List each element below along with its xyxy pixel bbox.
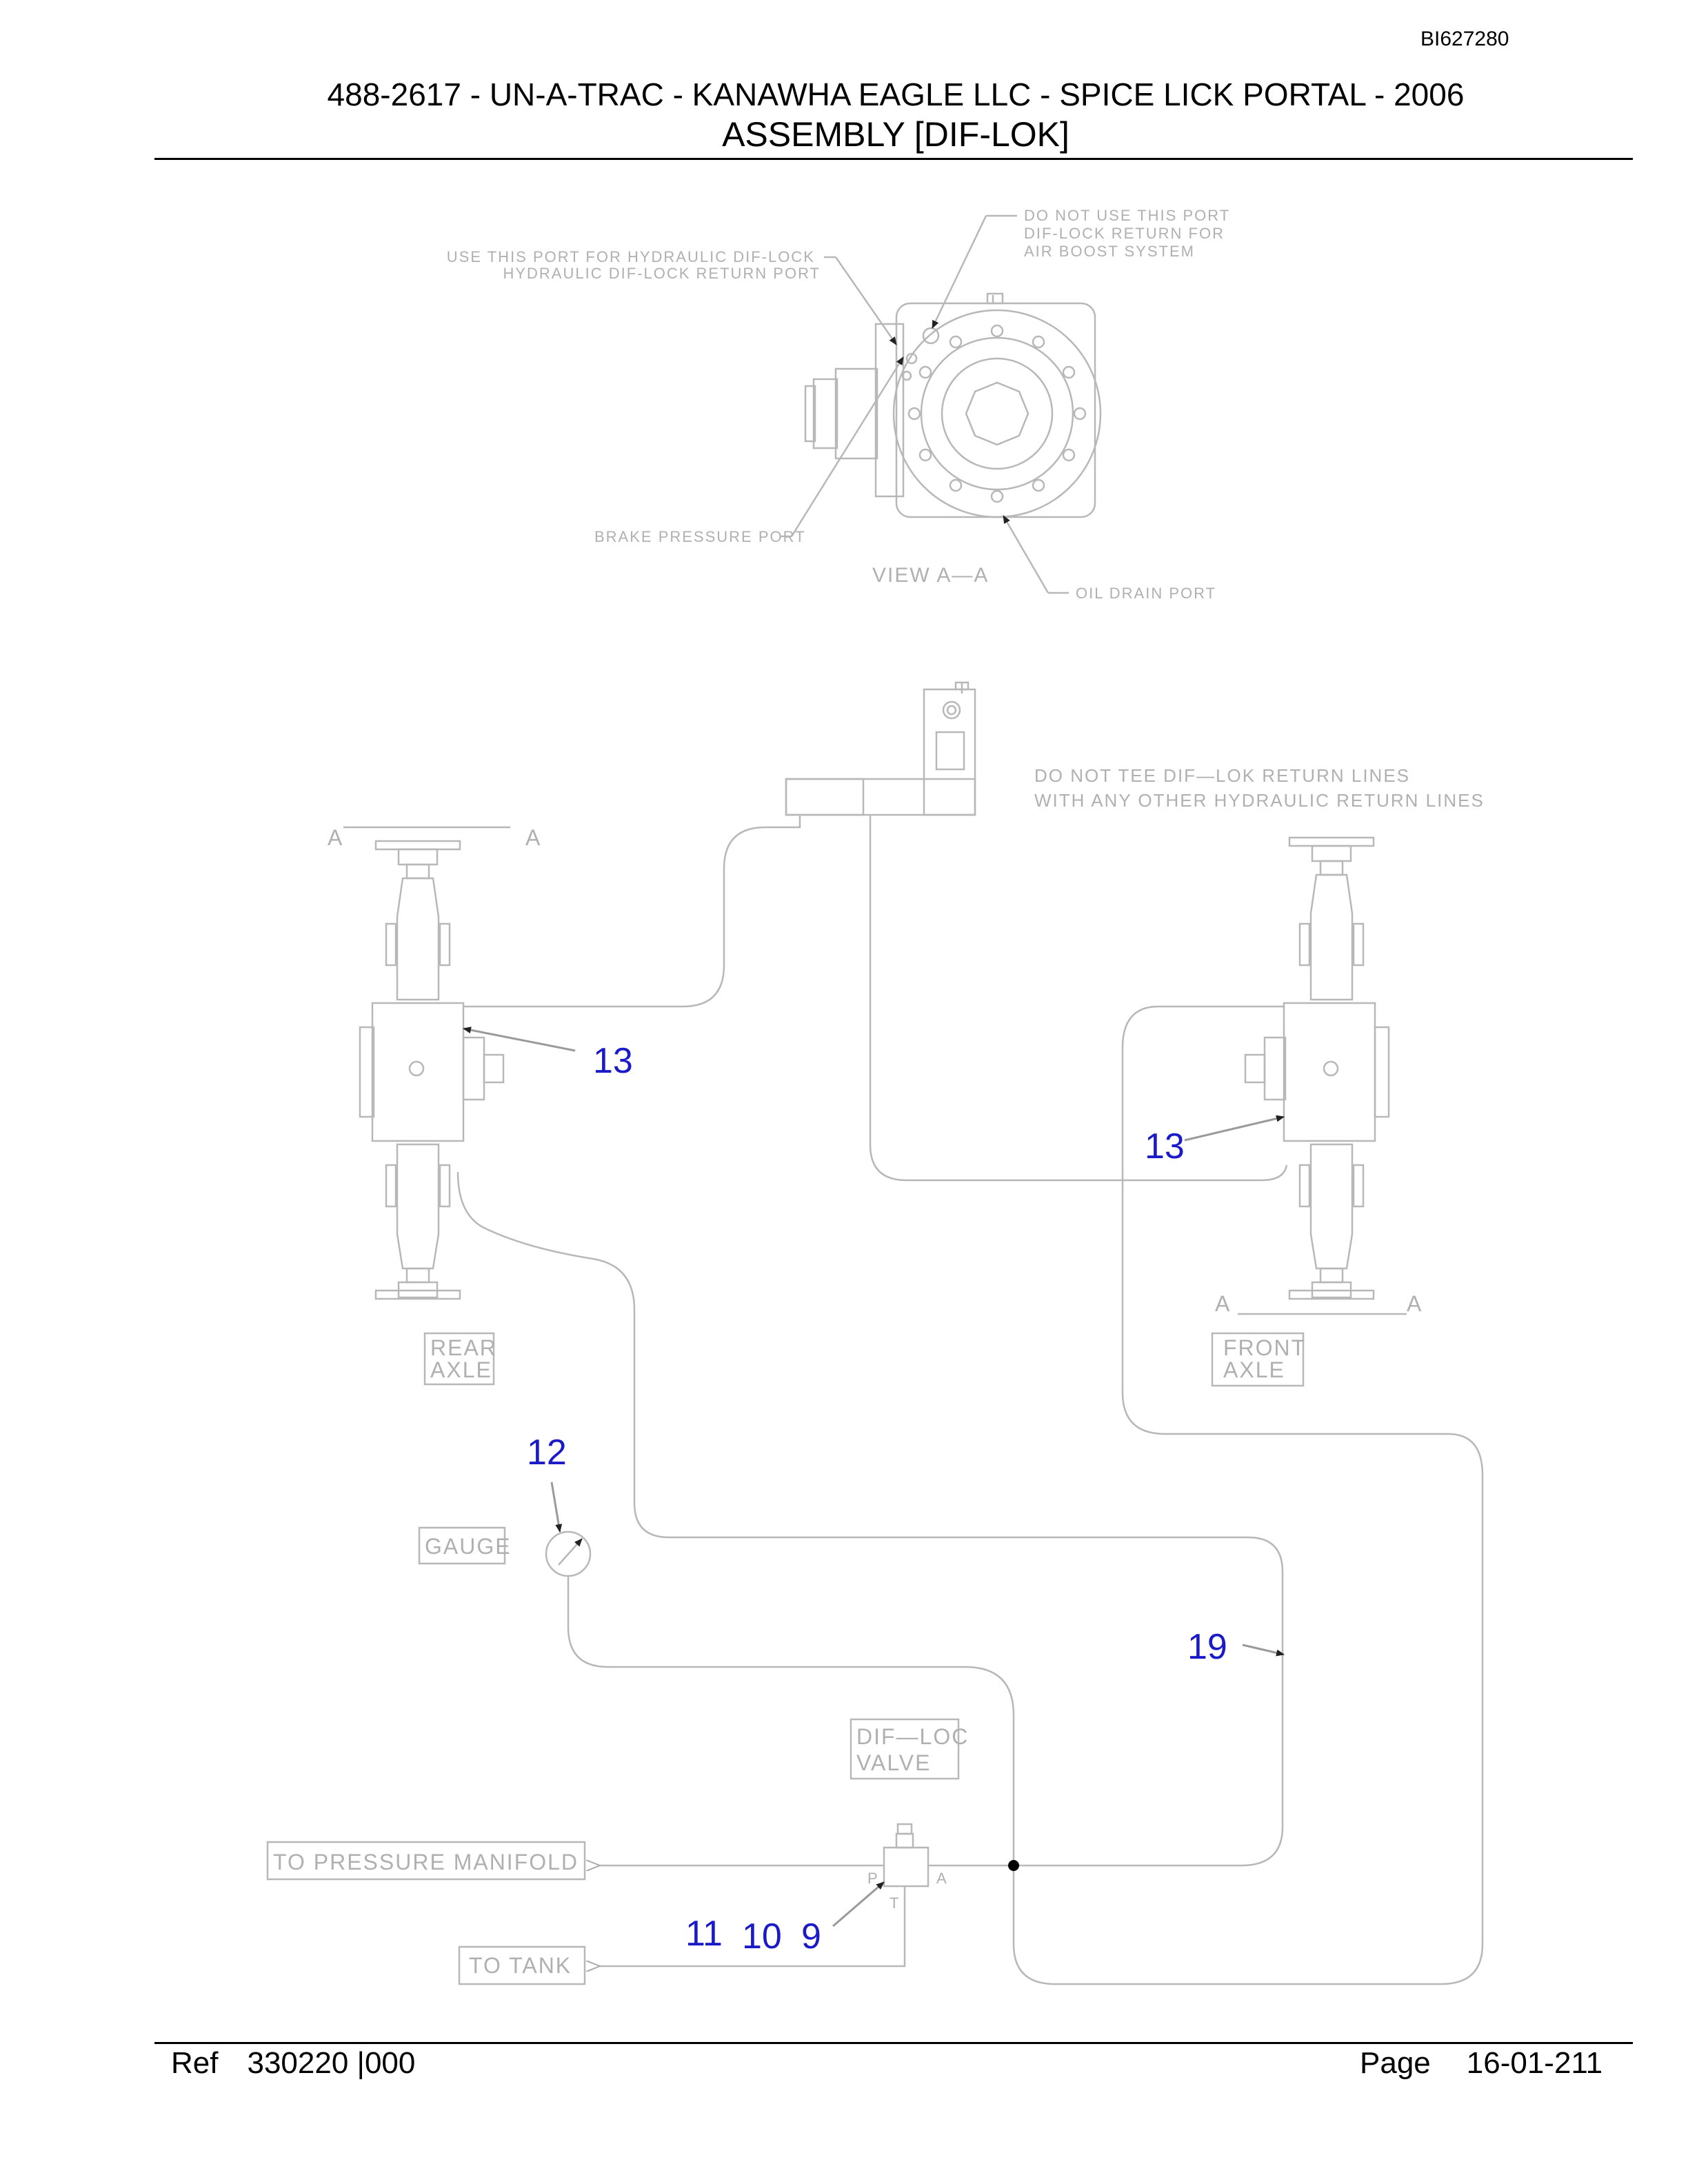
valve-port-t: T [890, 1894, 900, 1912]
rear-section-a-left: A [328, 825, 343, 850]
valve-port-p: P [867, 1870, 879, 1887]
ref-label: Ref [171, 2046, 219, 2080]
oil-drain-port-note: OIL DRAIN PORT [1076, 585, 1216, 602]
callout-13-front: 13 [1145, 1126, 1185, 1166]
valve-port-a: A [936, 1870, 948, 1887]
header-rule [154, 158, 1633, 160]
page-subtitle: ASSEMBLY [DIF-LOK] [722, 115, 1069, 154]
page-number: 16-01-211 [1466, 2046, 1603, 2080]
rear-axle-drawing [343, 826, 510, 1300]
svg-text:TO PRESSURE MANIFOLD: TO PRESSURE MANIFOLD [273, 1850, 579, 1874]
gauge-label-box: GAUGE [418, 1526, 512, 1565]
ref-number: 330220 |000 [247, 2046, 416, 2080]
line-junction-dot [1008, 1860, 1019, 1871]
front-section-a-right: A [1407, 1291, 1423, 1316]
do-not-tee-note: DO NOT TEE DIF—LOK RETURN LINES WITH ANY… [1034, 765, 1485, 811]
callout-leaders [463, 1027, 1285, 1928]
pressure-gauge [545, 1530, 592, 1577]
view-aa-axle-detail [804, 292, 1102, 518]
page-title: 488-2617 - UN-A-TRAC - KANAWHA EAGLE LLC… [327, 77, 1465, 112]
callout-10: 10 [742, 1917, 782, 1957]
callout-13-rear: 13 [593, 1041, 633, 1081]
callout-19: 19 [1187, 1627, 1227, 1667]
view-aa-label: VIEW A—A [872, 564, 989, 587]
svg-text:TO TANK: TO TANK [469, 1953, 572, 1978]
difloc-valve-symbol [883, 1823, 930, 1888]
difloc-mounting-block [785, 681, 976, 816]
footer-page: Page 16-01-211 [1360, 2046, 1602, 2081]
do-not-use-port-note: DO NOT USE THIS PORT DIF-LOCK RETURN FOR… [1024, 207, 1236, 260]
callout-11: 11 [685, 1914, 723, 1954]
rear-section-a-right: A [525, 825, 541, 850]
to-tank-label-box: TO TANK [458, 1945, 586, 1985]
callout-12: 12 [527, 1433, 567, 1473]
use-this-port-note: USE THIS PORT FOR HYDRAULIC DIF-LOCK HYD… [447, 248, 821, 282]
front-section-a-left: A [1215, 1291, 1231, 1316]
footer-rule [154, 2042, 1633, 2044]
svg-text:GAUGE: GAUGE [425, 1534, 512, 1559]
hydraulic-lines [456, 815, 1484, 1985]
page-label: Page [1360, 2046, 1431, 2080]
footer-ref: Ref 330220 |000 [171, 2046, 415, 2081]
view-aa-leaders [781, 214, 1069, 594]
to-pressure-manifold-label-box: TO PRESSURE MANIFOLD [266, 1841, 586, 1881]
brake-pressure-port-note: BRAKE PRESSURE PORT [594, 528, 806, 545]
callout-9: 9 [801, 1917, 821, 1957]
document-id: BI627280 [1420, 28, 1509, 50]
front-axle-drawing [1238, 836, 1407, 1315]
